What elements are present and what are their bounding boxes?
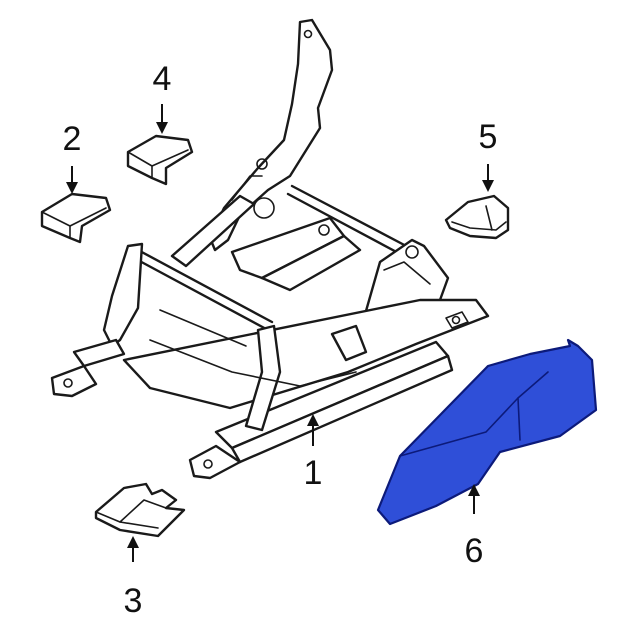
callout-5: 5	[479, 118, 498, 156]
callout-4: 4	[153, 60, 172, 98]
part-2-clip[interactable]	[40, 192, 112, 244]
callout-3: 3	[124, 582, 143, 620]
shield-crease	[517, 397, 521, 441]
shield-crease	[399, 371, 549, 457]
callout-1: 1	[304, 454, 323, 492]
part-4-clip[interactable]	[126, 134, 194, 186]
part-3-latch-cover[interactable]	[94, 482, 186, 538]
part-1-seat-frame[interactable]	[50, 18, 490, 480]
callout-6: 6	[465, 532, 484, 570]
part-6-side-shield-highlighted[interactable]	[376, 338, 598, 526]
callout-arrows	[66, 104, 494, 562]
callout-2: 2	[63, 120, 82, 158]
part-5-cap[interactable]	[444, 194, 510, 240]
